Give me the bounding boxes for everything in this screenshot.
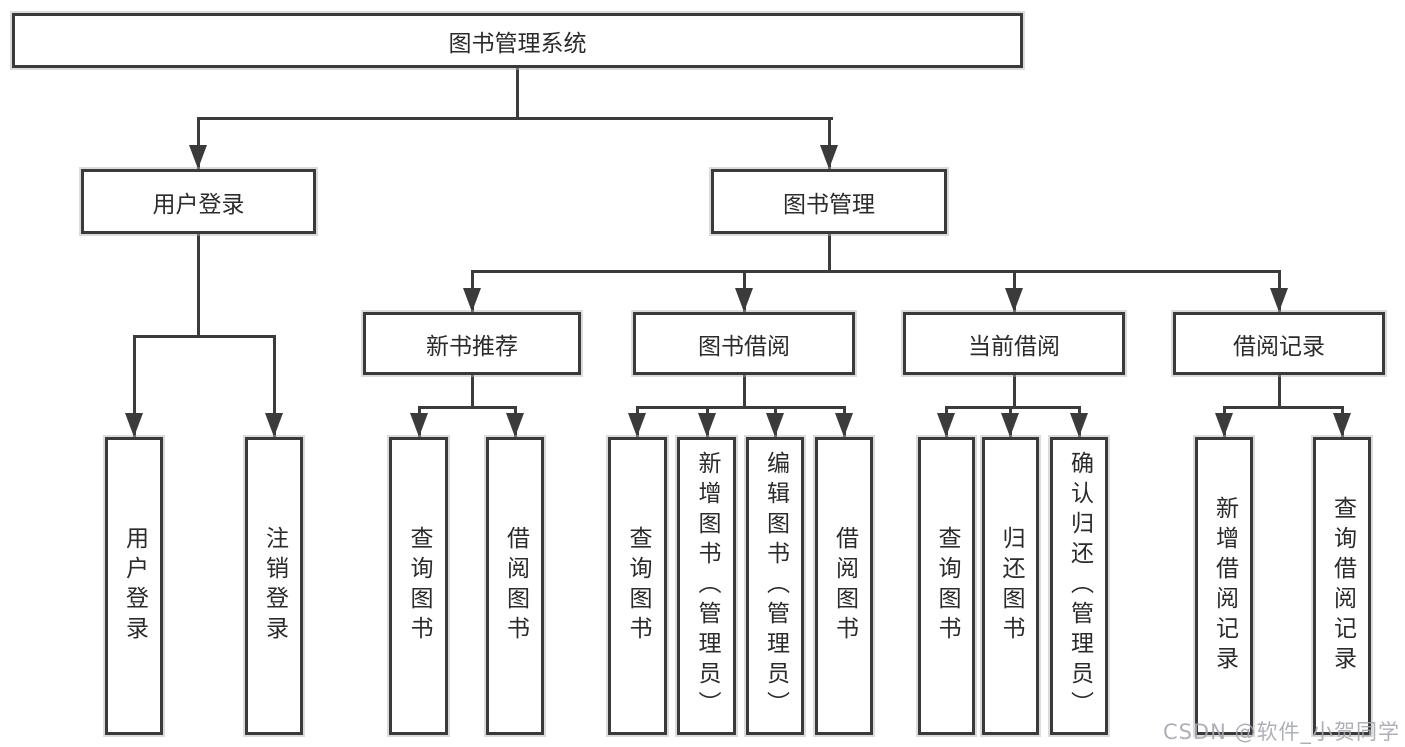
leaf-confirm-return-admin: 确认归还（管理员） (1050, 437, 1108, 735)
connector-line (828, 117, 831, 169)
leaf-add-book-admin: 新增图书（管理员） (677, 437, 736, 735)
node-root: 图书管理系统 (12, 13, 1023, 68)
arrow-down-icon (189, 145, 207, 169)
node-borrow-records: 借阅记录 (1173, 312, 1385, 375)
node-current-borrow: 当前借阅 (903, 312, 1125, 375)
node-book-borrow: 图书借阅 (633, 312, 855, 375)
leaf-return-book: 归还图书 (982, 437, 1039, 735)
connector-line (471, 270, 1281, 273)
arrow-down-icon (735, 288, 753, 312)
arrow-down-icon (1070, 413, 1088, 437)
node-book-management: 图书管理 (711, 169, 947, 234)
leaf-logout: 注销登录 (245, 437, 303, 735)
connector-line (636, 406, 846, 409)
leaf-query-borrow-record: 查询借阅记录 (1313, 437, 1371, 735)
arrow-down-icon (410, 413, 428, 437)
arrow-down-icon (766, 413, 784, 437)
arrow-down-icon (125, 413, 143, 437)
connector-line (418, 406, 517, 409)
arrow-down-icon (265, 413, 283, 437)
arrow-down-icon (698, 413, 716, 437)
connector-line (828, 234, 831, 273)
connector-line (273, 335, 276, 437)
arrow-down-icon (1005, 288, 1023, 312)
connector-line (197, 234, 200, 338)
leaf-edit-book-admin: 编辑图书（管理员） (746, 437, 804, 735)
leaf-query-book-borrow: 查询图书 (608, 437, 667, 735)
arrow-down-icon (937, 413, 955, 437)
leaf-add-borrow-record: 新增借阅记录 (1195, 437, 1253, 735)
connector-line (1223, 406, 1344, 409)
leaf-borrow-book: 借阅图书 (815, 437, 873, 735)
watermark-text: CSDN @软件_小贺同学 (1162, 720, 1400, 744)
connector-line (743, 375, 746, 409)
leaf-user-login: 用户登录 (105, 437, 163, 735)
connector-line (1278, 375, 1281, 409)
connector-line (133, 335, 136, 437)
arrow-down-icon (835, 413, 853, 437)
arrow-down-icon (628, 413, 646, 437)
leaf-query-book-recommend: 查询图书 (389, 437, 448, 735)
arrow-down-icon (1270, 288, 1288, 312)
connector-line (471, 375, 474, 409)
arrow-down-icon (506, 413, 524, 437)
arrow-down-icon (463, 288, 481, 312)
connector-line (133, 335, 276, 338)
connector-line (197, 117, 833, 120)
connector-line (945, 406, 1081, 409)
arrow-down-icon (820, 145, 838, 169)
node-user-login: 用户登录 (81, 169, 316, 234)
connector-line (516, 68, 519, 120)
connector-line (1013, 375, 1016, 409)
arrow-down-icon (1001, 413, 1019, 437)
arrow-down-icon (1215, 413, 1233, 437)
leaf-borrow-book-recommend: 借阅图书 (486, 437, 544, 735)
leaf-query-book-current: 查询图书 (918, 437, 975, 735)
connector-line (197, 117, 200, 169)
node-new-book-recommend: 新书推荐 (363, 312, 581, 375)
arrow-down-icon (1333, 413, 1351, 437)
